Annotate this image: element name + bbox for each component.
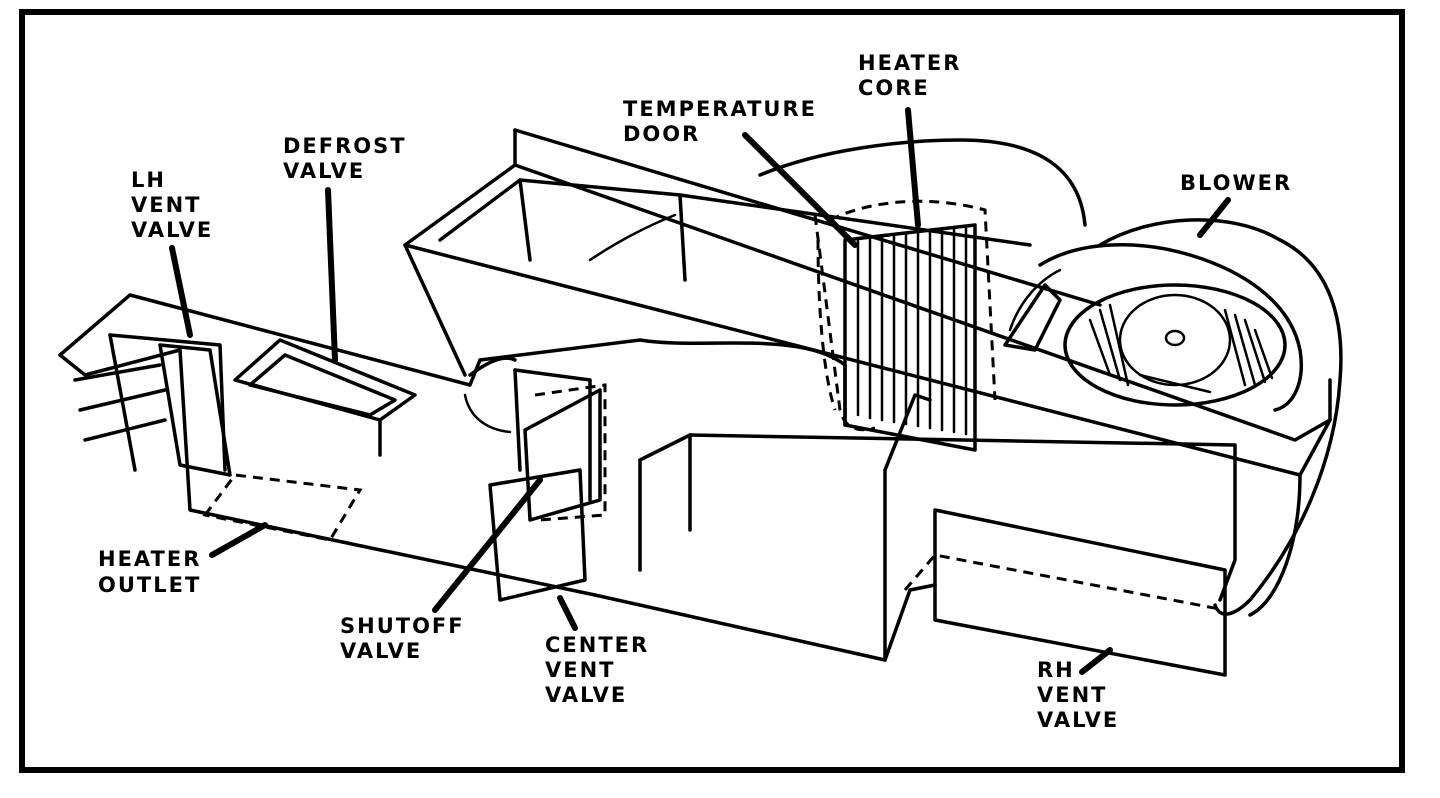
label-temperature-door: TEMPERATURE DOOR bbox=[623, 97, 826, 146]
leader-center-vent-valve bbox=[557, 595, 578, 631]
heater-core-block bbox=[843, 223, 977, 452]
label-rh-vent-valve: RH VENT VALVE bbox=[1037, 658, 1119, 732]
leader-blower bbox=[1197, 197, 1231, 238]
label-lh-vent-valve: LH VENT VALVE bbox=[131, 168, 213, 242]
label-shutoff-valve: SHUTOFF VALVE bbox=[340, 614, 474, 663]
heater-outlet-opening bbox=[202, 473, 363, 542]
leader-temperature-door bbox=[742, 132, 858, 248]
leader-lines bbox=[169, 107, 1231, 675]
label-center-vent-valve: CENTER VENT VALVE bbox=[545, 633, 659, 707]
heater-box-drawing bbox=[58, 128, 1343, 677]
leader-heater-core bbox=[905, 107, 921, 228]
diagram-frame bbox=[19, 9, 1405, 773]
center-vent-valve-box bbox=[488, 468, 587, 602]
label-heater-outlet: HEATER OUTLET bbox=[98, 547, 211, 597]
leader-shutoff-valve bbox=[432, 477, 543, 613]
rh-vent-valve-box bbox=[933, 508, 1227, 677]
leader-lh-vent-valve bbox=[169, 245, 193, 338]
upper-housing bbox=[513, 128, 1332, 442]
blower-wheel bbox=[1063, 283, 1287, 407]
leader-defrost-valve bbox=[325, 187, 338, 363]
lh-vent-valve-flap bbox=[158, 343, 232, 477]
defrost-valve-flap bbox=[233, 338, 417, 422]
blower-housing bbox=[1098, 218, 1343, 616]
label-heater-core: HEATER CORE bbox=[858, 51, 971, 100]
label-defrost-valve: DEFROST VALVE bbox=[283, 134, 416, 183]
lower-housing bbox=[478, 338, 847, 427]
label-blower: BLOWER bbox=[1180, 171, 1292, 195]
labels: LH VENT VALVE DEFROST VALVE TEMPERATURE … bbox=[98, 51, 1292, 732]
leader-heater-outlet bbox=[209, 522, 268, 558]
leader-rh-vent-valve bbox=[1079, 647, 1113, 675]
